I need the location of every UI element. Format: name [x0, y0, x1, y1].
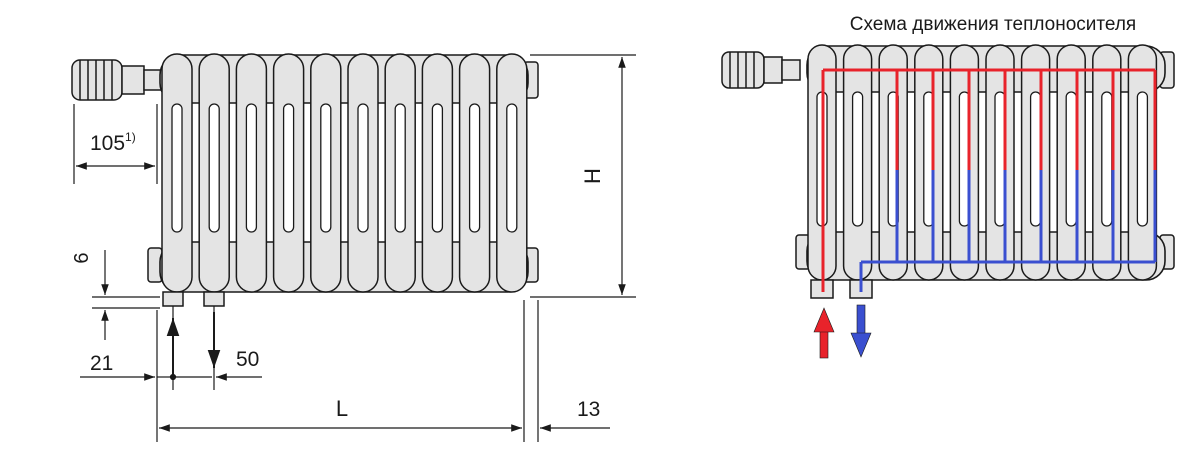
section-slot [1065, 91, 1077, 227]
dim-left-offset-label: 21 [90, 352, 113, 375]
section-slot [851, 91, 864, 227]
dim-spacing-label: 50 [236, 348, 259, 371]
dim-length-label: L [336, 396, 348, 421]
dimensioned-radiator: 1051) H 6 21 50 L 13 [71, 53, 636, 442]
section-slot [1029, 91, 1042, 227]
dim-105-footnote: 1) [125, 130, 136, 144]
flow-diagram-title: Схема движения теплоносителя [850, 14, 1136, 35]
flow-thermostat-valve-icon [721, 51, 801, 89]
dimension-lines [73, 54, 636, 442]
thermostat-valve-icon [71, 59, 163, 101]
section-slot [357, 103, 369, 233]
dim-105-label: 1051) [90, 130, 136, 155]
section-slot [431, 103, 444, 233]
section-slot [394, 103, 406, 233]
section-slot [320, 103, 332, 233]
section-slot [171, 103, 183, 233]
bottom-connections [162, 291, 225, 307]
section-slot [506, 103, 518, 233]
connection-flow-arrows [166, 312, 221, 378]
section-slot [245, 103, 258, 233]
section-slot [1101, 91, 1113, 227]
section-slot [468, 103, 481, 233]
dim-end-offset-label: 13 [577, 398, 600, 421]
dim-height-label: H [580, 168, 605, 184]
section-slot [1136, 91, 1149, 227]
supply-arrow-icon [813, 307, 835, 359]
radiator-sections [161, 53, 528, 293]
flow-bottom-connections [810, 279, 873, 299]
dim-bottom-gap-label: 6 [71, 252, 93, 263]
return-arrow-icon [850, 304, 872, 358]
flow-radiator-sections [807, 44, 1158, 281]
flow-diagram: Схема движения теплоносителя [721, 14, 1175, 359]
section-slot [208, 103, 220, 233]
section-slot [282, 103, 295, 233]
coolant-flow-lines [821, 68, 1157, 292]
